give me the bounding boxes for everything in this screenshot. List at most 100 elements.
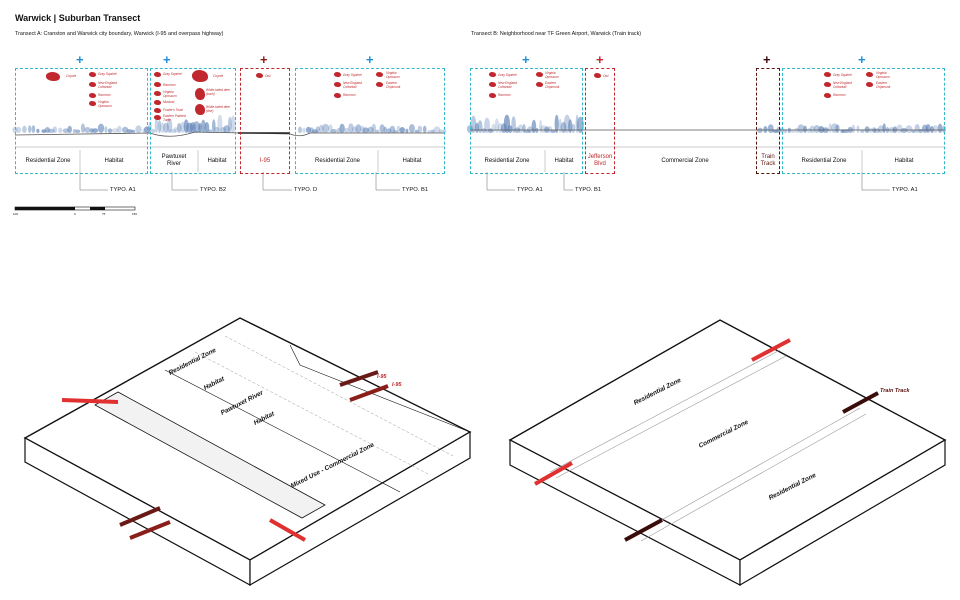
deer-icon <box>195 88 205 100</box>
tree <box>104 126 108 133</box>
turtle-icon <box>154 115 161 120</box>
tree <box>389 125 396 133</box>
tree <box>379 124 385 133</box>
tree <box>201 119 206 133</box>
animal-label: Virginia Opossum <box>876 71 890 79</box>
scale-label: 75 <box>102 212 106 216</box>
tree <box>116 125 122 133</box>
tree <box>305 126 312 133</box>
tree <box>169 128 177 133</box>
animal-label: Muskrat <box>163 100 175 104</box>
tree <box>176 123 182 133</box>
tree <box>16 126 22 133</box>
iso-a-road-2: I-95 <box>392 382 402 388</box>
tree <box>828 123 832 133</box>
tree <box>223 125 230 133</box>
chipmunk-icon <box>376 82 383 87</box>
zone-label-a3: Pawtuxet River <box>161 154 187 167</box>
rabbit-icon <box>89 82 96 87</box>
tree <box>882 123 886 133</box>
zone-label-a7: Habitat <box>402 158 422 164</box>
zone-label-b4: Commercial Zone <box>661 158 709 164</box>
tree <box>393 130 398 133</box>
zone-label-a2: Habitat <box>104 158 124 164</box>
zonebox-a4 <box>295 68 445 174</box>
tree <box>31 125 36 133</box>
animal-label: New England Cottontail <box>98 81 117 89</box>
deer-icon <box>195 104 205 115</box>
animal-label: New England Cottontail <box>498 81 517 89</box>
tree <box>160 122 165 133</box>
typo-label-a1: TYPO. A1 <box>110 187 136 193</box>
animal-label: Gray Squirrel <box>498 73 517 77</box>
tree <box>212 119 216 133</box>
zonebox-b4 <box>782 68 945 174</box>
tree <box>399 127 406 133</box>
tree <box>22 125 27 133</box>
zone-label-a4: Habitat <box>207 158 227 164</box>
tree <box>517 124 524 133</box>
tree <box>214 126 220 133</box>
iso-b-road-1: Train Track <box>880 388 910 394</box>
rabbit-icon <box>334 82 341 87</box>
tree <box>481 128 487 134</box>
animal-label: Coyote <box>66 74 77 78</box>
animal-label: Gray Squirrel <box>163 72 182 76</box>
tree <box>131 129 136 133</box>
tree <box>405 128 409 133</box>
tree <box>126 129 133 134</box>
tree <box>797 124 805 133</box>
tree <box>92 128 99 134</box>
tree <box>331 129 337 133</box>
tree <box>315 126 320 133</box>
tree <box>298 126 302 133</box>
zonebox-b1 <box>470 68 583 174</box>
tree <box>911 129 916 133</box>
tree <box>157 120 162 133</box>
zone-label-a5: I-95 <box>259 158 271 164</box>
tree <box>111 128 119 134</box>
tree <box>367 126 374 133</box>
muskrat-icon <box>154 100 161 105</box>
squirrel-icon <box>334 72 341 77</box>
tree <box>433 126 441 133</box>
tree <box>925 124 931 133</box>
raccoon-icon <box>154 82 161 87</box>
tree <box>809 125 816 133</box>
tree <box>362 127 370 133</box>
zone-label-b7: Habitat <box>894 158 914 164</box>
zonebox-a3 <box>240 68 290 174</box>
tree <box>12 126 18 133</box>
tree <box>355 124 362 133</box>
tree <box>375 129 380 133</box>
tree <box>571 123 576 133</box>
zone-label-b2: Habitat <box>554 158 574 164</box>
tree <box>302 127 306 133</box>
tree <box>36 128 40 133</box>
tree <box>318 124 324 133</box>
animal-label: New England Cottontail <box>343 81 362 89</box>
tree <box>933 125 939 133</box>
animal-label: Coyote <box>213 74 224 78</box>
tree <box>430 129 435 133</box>
tree <box>80 123 85 133</box>
animal-label: Owl <box>603 74 609 78</box>
tree <box>905 125 913 133</box>
transect-b-subtitle: Transect B: Neighborhood near TF Green A… <box>471 31 642 37</box>
tree <box>198 123 202 133</box>
animal-label: Eastern Chipmunk <box>876 81 891 89</box>
plus-sign-b2: + <box>596 52 604 67</box>
tree <box>154 117 159 133</box>
tree <box>383 126 388 133</box>
scale-label: 0 <box>74 212 76 216</box>
animal-label: Gray Squirrel <box>98 72 117 76</box>
tree <box>851 124 856 133</box>
owl-icon <box>594 73 601 78</box>
animal-label: Raccoon <box>98 93 111 97</box>
tree <box>227 116 232 133</box>
typo-label-a3: TYPO. D <box>294 187 318 193</box>
animal-label: Eastern Chipmunk <box>386 81 401 89</box>
tree <box>107 128 113 133</box>
zone-label-a1: Residential Zone <box>25 158 71 164</box>
